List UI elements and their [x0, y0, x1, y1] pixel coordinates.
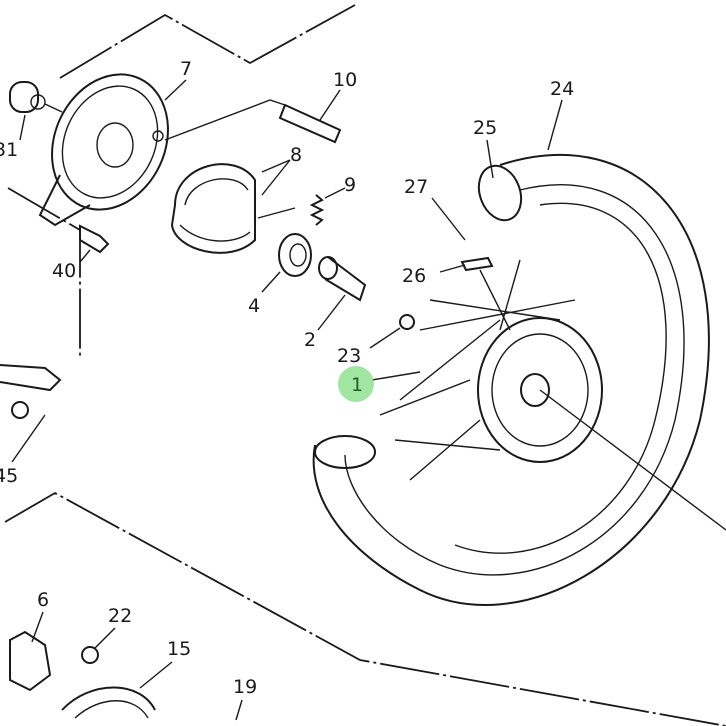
- part-label-27[interactable]: 27: [404, 176, 429, 198]
- part-label-19[interactable]: 19: [233, 676, 258, 698]
- nut: [399, 314, 415, 330]
- group-outline-top: [59, 4, 356, 79]
- highlight-marker: [338, 366, 374, 402]
- rim-band: [460, 256, 494, 272]
- part-label-10[interactable]: 10: [333, 69, 358, 91]
- part-label-2[interactable]: 2: [304, 329, 317, 351]
- part-label-26[interactable]: 26: [402, 265, 427, 287]
- camshaft: [164, 99, 342, 144]
- part-label-23[interactable]: 23: [337, 345, 362, 367]
- tire-cross-section: [314, 435, 376, 469]
- part-label-24[interactable]: 24: [550, 78, 575, 100]
- part-label-4[interactable]: 4: [248, 295, 261, 317]
- part-label-45[interactable]: 45: [0, 465, 19, 487]
- brake-panel: [38, 73, 169, 227]
- part-label-15[interactable]: 15: [167, 638, 192, 660]
- collar: [9, 81, 63, 113]
- lower-parts: [0, 364, 156, 719]
- part-label-6[interactable]: 6: [37, 589, 50, 611]
- spacer: [318, 256, 367, 302]
- leader-lines: [11, 79, 563, 721]
- part-label-40[interactable]: 40: [52, 260, 77, 282]
- part-label-25[interactable]: 25: [473, 117, 498, 139]
- brake-shoes: [170, 163, 296, 254]
- group-outline-bottom: [4, 491, 726, 726]
- spring: [309, 194, 325, 226]
- bearing: [278, 233, 312, 277]
- part-label-8[interactable]: 8: [290, 144, 303, 166]
- part-label-31[interactable]: 31: [0, 139, 19, 161]
- part-label-7[interactable]: 7: [180, 58, 193, 80]
- part-label-1[interactable]: 1: [351, 374, 364, 396]
- part-label-22[interactable]: 22: [108, 605, 133, 627]
- tube-valve: [477, 164, 523, 222]
- bolt: [79, 224, 110, 254]
- part-label-9[interactable]: 9: [344, 174, 357, 196]
- wheel-assembly: [312, 154, 726, 606]
